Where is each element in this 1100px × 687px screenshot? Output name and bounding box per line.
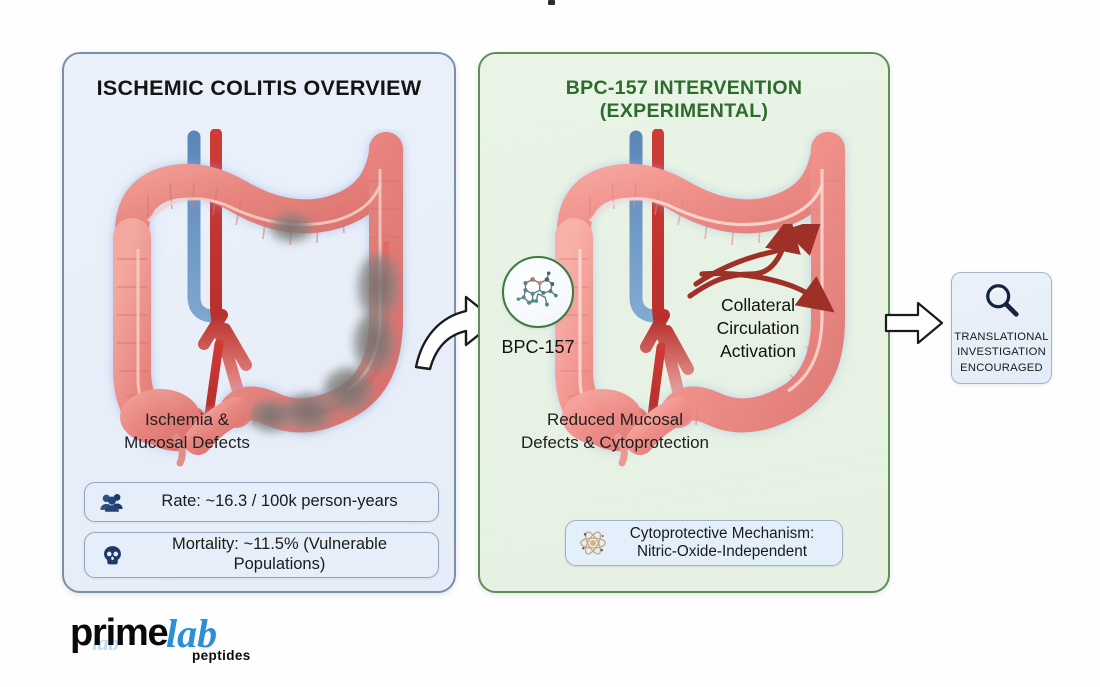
people-group-icon [97,489,127,515]
logo-lab-text: lab [166,611,218,656]
skull-icon [97,542,127,568]
logo-ghost-text: lab [92,630,119,655]
outcome-box-translational-investigation[interactable]: TRANSLATIONAL INVESTIGATION ENCOURAGED [951,272,1052,384]
panel-ischemic-colitis-overview: ISCHEMIC COLITIS OVERVIEW [62,52,456,593]
logo-peptides-text: peptides [192,648,251,663]
atom-icon [578,530,608,556]
caption-reduced-defects: Reduced Mucosal Defects & Cytoprotection [520,410,710,452]
bpc157-label: BPC-157 [501,337,575,357]
stat-pill-mechanism-text: Cytoprotective Mechanism: Nitric-Oxide-I… [629,524,815,560]
stat-pill-mortality-text: Mortality: ~11.5% (Vulnerable Population… [171,535,388,573]
logo-prime-text: prime [70,612,169,654]
caption-ischemia: Ischemia & Mucosal Defects [124,410,250,452]
bpc157-molecule-badge[interactable] [502,256,574,328]
top-edge-artifact [548,0,555,5]
straight-arrow-icon [884,300,944,346]
magnifying-glass-icon [983,282,1021,325]
brand-logo[interactable]: lab prime lab peptides [70,611,300,670]
stat-pill-rate-text: Rate: ~16.3 / 100k person-years [161,492,398,511]
stat-pill-rate[interactable]: Rate: ~16.3 / 100k person-years [84,482,439,522]
molecule-icon [516,271,558,307]
stat-pill-mechanism[interactable]: Cytoprotective Mechanism: Nitric-Oxide-I… [565,520,843,566]
panel-title-right: BPC-157 INTERVENTION (EXPERIMENTAL) [565,77,803,122]
outcome-text: TRANSLATIONAL INVESTIGATION ENCOURAGED [954,331,1049,374]
panel-bpc157-intervention: BPC-157 INTERVENTION (EXPERIMENTAL) [478,52,890,593]
collateral-circulation-label: Collateral Circulation Activation [716,295,800,361]
panel-title-left: ISCHEMIC COLITIS OVERVIEW [96,76,422,100]
stat-pill-mortality[interactable]: Mortality: ~11.5% (Vulnerable Population… [84,532,439,578]
